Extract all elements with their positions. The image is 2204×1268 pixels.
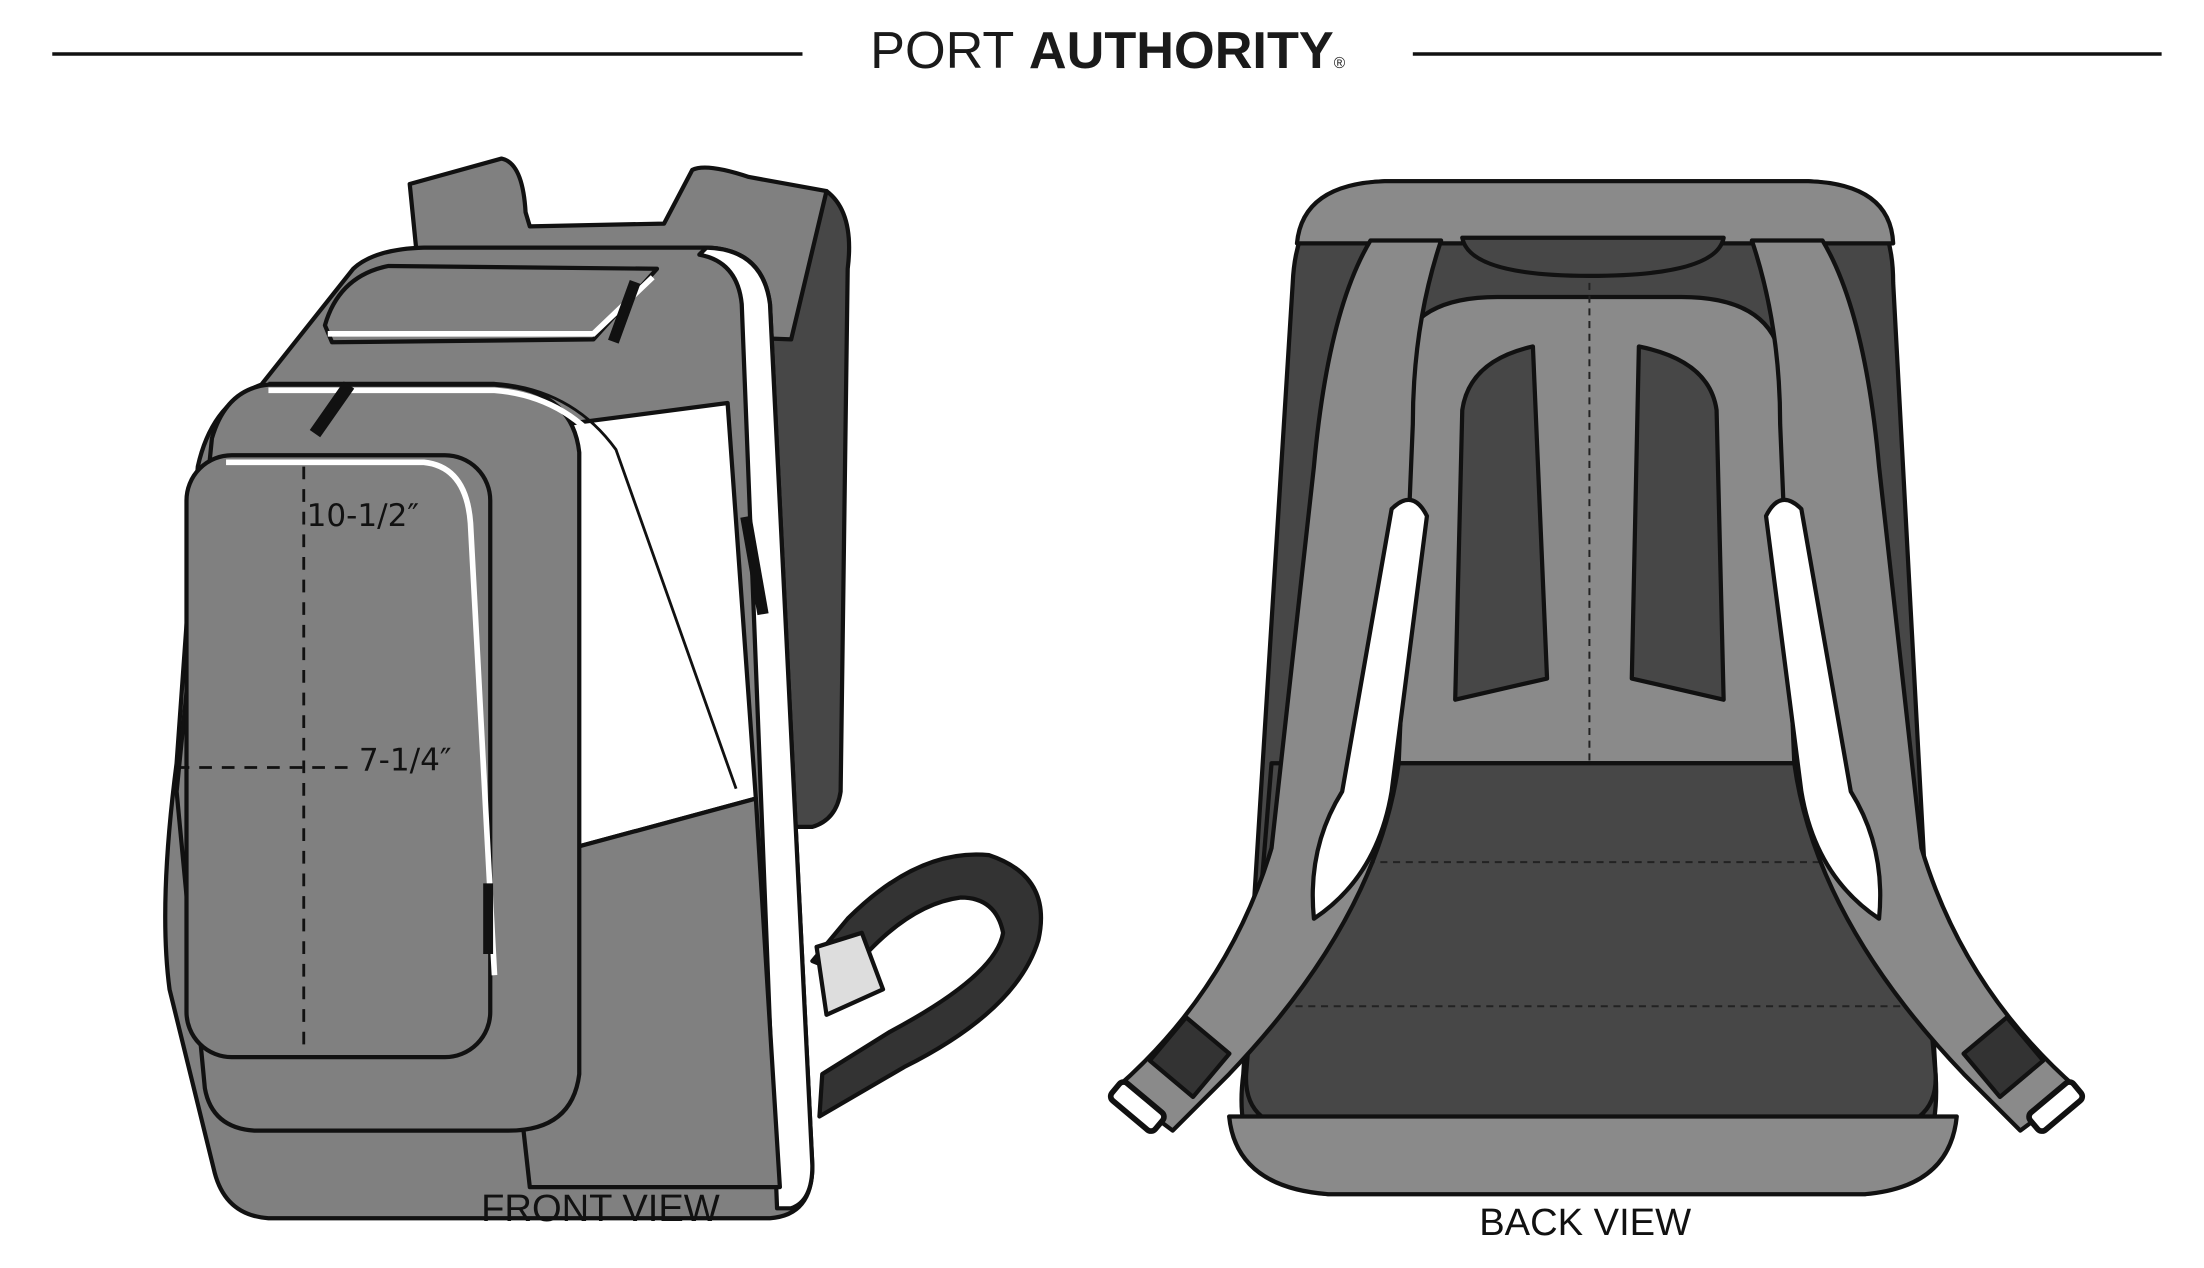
zipper-edge xyxy=(268,381,738,790)
right-strap-tab xyxy=(1961,1015,2046,1100)
back-view-caption: BACK VIEW xyxy=(1479,1201,1691,1244)
width-dimension-label: 7-1/4″ xyxy=(359,742,452,778)
left-strap-tab xyxy=(1147,1015,1232,1100)
right-strap-cutout xyxy=(1763,497,1883,921)
height-dimension-label: 10-1/2″ xyxy=(307,498,419,534)
top-handle-back xyxy=(1460,235,1726,278)
left-buckle-icon xyxy=(1107,1079,1167,1134)
left-strap-cutout xyxy=(1310,497,1430,921)
left-shoulder-strap xyxy=(1114,238,1444,1133)
inner-pocket-zipper xyxy=(226,459,498,976)
shoulder-strap xyxy=(810,852,1044,1119)
strap-tab xyxy=(814,930,886,1017)
back-pad-right xyxy=(1629,344,1726,702)
back-pad-left xyxy=(1453,344,1550,702)
brand-logo: PORT AUTHORITY® xyxy=(870,22,1346,80)
side-gusset xyxy=(697,245,815,1211)
front-view-drawing: 10-1/2″ 7-1/4″ xyxy=(163,156,1044,1221)
front-zipper xyxy=(268,387,731,793)
front-view-caption: FRONT VIEW xyxy=(481,1187,720,1230)
zipper-pull-front xyxy=(309,381,355,438)
bottom-panel xyxy=(1227,1114,1959,1197)
right-buckle-icon xyxy=(2026,1079,2086,1134)
header: PORT AUTHORITY® xyxy=(52,22,2162,80)
top-band xyxy=(1294,179,1896,246)
zipper-pull-side xyxy=(740,515,769,616)
front-inner-pocket xyxy=(184,453,493,1060)
zipper-pull-top xyxy=(608,280,641,344)
back-view-drawing xyxy=(1107,179,2086,1197)
right-shoulder-strap xyxy=(1749,238,2079,1133)
zipper-pull-inner xyxy=(483,883,494,955)
